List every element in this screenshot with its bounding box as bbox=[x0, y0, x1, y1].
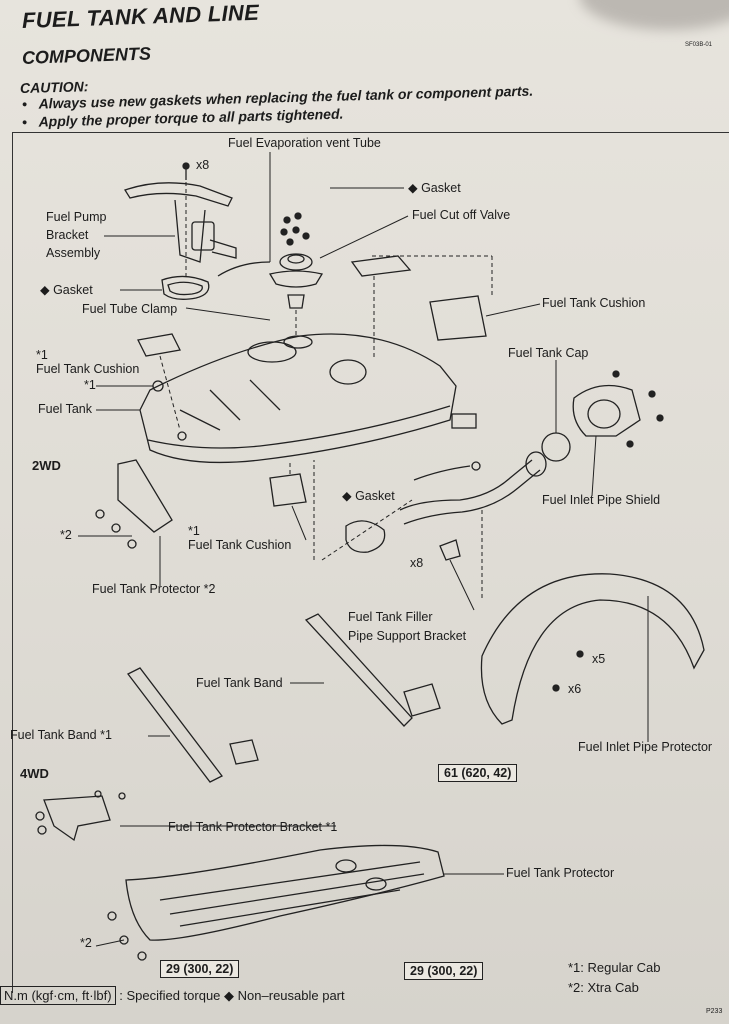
label-filler-support: Fuel Tank Filler Pipe Support Bracket bbox=[348, 610, 467, 643]
label-cut-off-valve: Fuel Cut off Valve bbox=[412, 208, 511, 222]
bolt-drawing bbox=[177, 431, 187, 441]
footer-code: P233 bbox=[706, 1008, 723, 1015]
torque-box-protector-right: 29 (300, 22) bbox=[404, 962, 484, 980]
screw-set-drawing bbox=[182, 162, 310, 246]
legend-torque-unit: N.m (kgf·cm, ft·lbf) bbox=[0, 986, 116, 1005]
label-tank-band: Fuel Tank Band bbox=[196, 676, 283, 690]
label-x8-top: x8 bbox=[196, 158, 210, 172]
label-tank-cushion-right: Fuel Tank Cushion bbox=[542, 296, 646, 310]
torque-box-protector-left: 29 (300, 22) bbox=[160, 960, 240, 978]
gasket-mid-drawing bbox=[345, 520, 386, 553]
label-pump-bracket: Fuel Pump Bracket Assembly bbox=[46, 210, 107, 260]
leader-lines bbox=[78, 152, 649, 947]
torque-box-band: 61 (620, 42) bbox=[438, 764, 518, 782]
label-gasket-top: ◆ Gasket bbox=[408, 181, 461, 195]
fuel-tank-drawing bbox=[139, 333, 457, 464]
label-star2-a: *2 bbox=[60, 528, 72, 542]
section-2wd: 2WD bbox=[32, 458, 61, 473]
cushion-left-drawing bbox=[137, 333, 181, 357]
cut-off-valve-drawing bbox=[268, 253, 324, 309]
dashed-guides bbox=[159, 182, 493, 600]
label-protector-bracket: Fuel Tank Protector Bracket *1 bbox=[168, 820, 338, 834]
protector-2wd-drawing bbox=[95, 459, 173, 549]
gasket-left-inner bbox=[167, 281, 203, 296]
legend-non-reusable: ◆ Non–reusable part bbox=[224, 988, 345, 1003]
note-regular-cab: *1: Regular Cab bbox=[568, 960, 661, 975]
legend-specified: : Specified torque bbox=[119, 988, 221, 1003]
tank-protector-drawing bbox=[107, 844, 445, 961]
label-tank-band-1: Fuel Tank Band *1 bbox=[10, 728, 112, 742]
label-tank-protector: Fuel Tank Protector bbox=[506, 866, 615, 880]
evap-tube-drawing bbox=[217, 261, 271, 277]
filler-pipe-drawing bbox=[399, 451, 547, 561]
note-xtra-cab: *2: Xtra Cab bbox=[568, 980, 639, 995]
section-4wd: 4WD bbox=[20, 766, 49, 781]
diagram-frame bbox=[12, 132, 729, 993]
label-gasket-mid: ◆ Gasket bbox=[342, 489, 395, 503]
label-evap-tube: Fuel Evaporation vent Tube bbox=[228, 136, 381, 150]
cushion-top-drawing bbox=[350, 255, 412, 277]
fuel-pump-bracket-drawing bbox=[124, 182, 237, 263]
inlet-shield-drawing bbox=[572, 370, 664, 448]
label-x6: x6 bbox=[568, 682, 582, 696]
cushion-bottom-drawing bbox=[269, 473, 307, 507]
label-gasket-left: ◆ Gasket bbox=[40, 283, 93, 297]
label-inlet-shield: Fuel Inlet Pipe Shield bbox=[542, 493, 661, 507]
reference-code: SF03B-01 bbox=[685, 42, 713, 48]
label-star2-b: *2 bbox=[80, 936, 92, 950]
label-tank-cap: Fuel Tank Cap bbox=[508, 346, 589, 360]
legend: N.m (kgf·cm, ft·lbf) : Specified torque … bbox=[0, 986, 345, 1005]
cushion-small-drawing bbox=[451, 413, 477, 429]
fuel-tank-bands-drawing bbox=[127, 613, 441, 783]
label-tank-cushion-bottom: *1 Fuel Tank Cushion bbox=[188, 524, 292, 552]
label-x5: x5 bbox=[592, 652, 606, 666]
label-inlet-protector: Fuel Inlet Pipe Protector bbox=[578, 740, 713, 754]
inlet-protector-drawing bbox=[480, 573, 705, 725]
label-x8-mid: x8 bbox=[410, 556, 424, 570]
label-fuel-tank: Fuel Tank bbox=[38, 402, 92, 416]
label-protector-2: Fuel Tank Protector *2 bbox=[92, 582, 216, 596]
label-tube-clamp: Fuel Tube Clamp bbox=[82, 302, 178, 316]
label-star1: *1 bbox=[84, 378, 96, 392]
label-tank-cushion-left: *1 Fuel Tank Cushion bbox=[36, 348, 140, 376]
protector-bracket-4wd-drawing bbox=[35, 790, 126, 842]
fuel-tank-cap-drawing bbox=[541, 432, 571, 462]
cushion-right-drawing bbox=[429, 295, 487, 341]
